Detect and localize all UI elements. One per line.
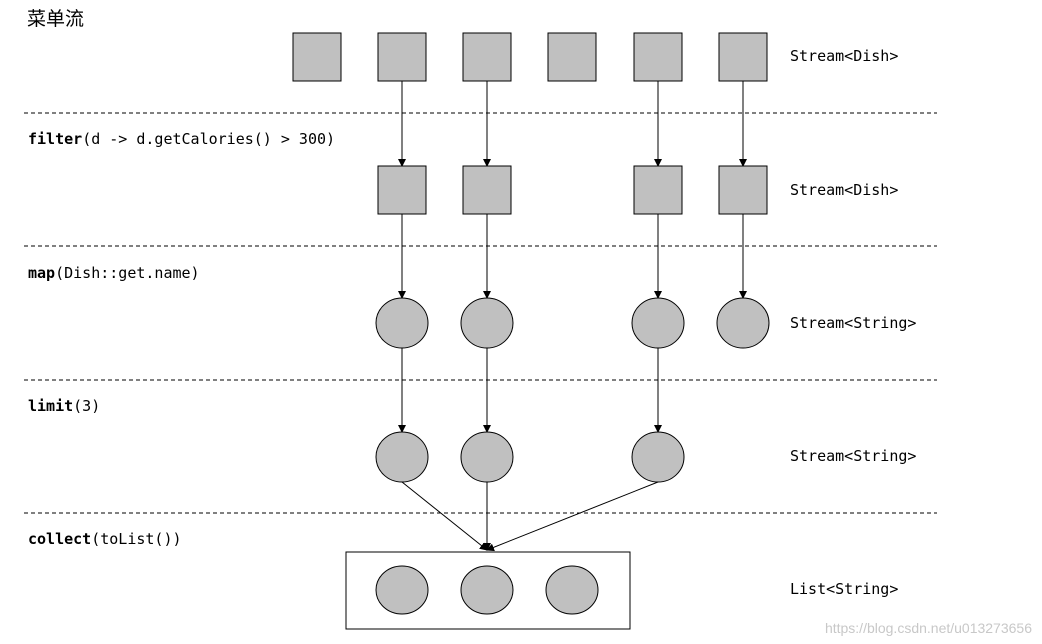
type-label-filter: Stream<Dish> xyxy=(790,181,899,199)
stage-label-collect: collect(toList()) xyxy=(28,530,182,548)
stream-items xyxy=(292,32,770,630)
string-item xyxy=(375,297,429,349)
limit-op: limit xyxy=(28,397,74,415)
result-item xyxy=(375,565,429,615)
dish-item xyxy=(377,32,427,82)
stage-separators xyxy=(24,112,937,514)
type-label-map: Stream<String> xyxy=(790,314,917,332)
dish-item xyxy=(377,165,427,215)
flow-arrows xyxy=(398,81,747,552)
dish-item xyxy=(633,165,683,215)
result-item xyxy=(545,565,599,615)
dish-item xyxy=(718,165,768,215)
dish-item xyxy=(718,32,768,82)
string-item xyxy=(460,297,514,349)
string-item xyxy=(460,431,514,483)
collect-arrow xyxy=(401,481,488,551)
type-label-source: Stream<Dish> xyxy=(790,47,899,65)
dish-item xyxy=(633,32,683,82)
map-args: (Dish::get.name) xyxy=(55,264,200,282)
stage-label-limit: limit(3) xyxy=(28,397,100,415)
limit-args: (3) xyxy=(73,397,101,415)
stage-label-map: map(Dish::get.name) xyxy=(28,264,200,282)
stage-label-filter: filter(d -> d.getCalories() > 300) xyxy=(28,130,335,148)
string-item xyxy=(716,297,770,349)
map-op: map xyxy=(28,264,56,282)
string-item xyxy=(631,297,685,349)
watermark: https://blog.csdn.net/u013273656 xyxy=(824,620,1032,636)
collect-arrow xyxy=(486,481,659,552)
string-item xyxy=(375,431,429,483)
dish-item xyxy=(547,32,597,82)
string-item xyxy=(631,431,685,483)
filter-args: (d -> d.getCalories() > 300) xyxy=(82,130,336,148)
type-label-collect: List<String> xyxy=(790,580,899,598)
filter-op: filter xyxy=(28,130,83,148)
page-title: 菜单流 xyxy=(27,8,85,30)
collect-args: (toList()) xyxy=(91,530,182,548)
dish-item xyxy=(462,32,512,82)
dish-item xyxy=(462,165,512,215)
collect-op: collect xyxy=(28,530,92,548)
result-item xyxy=(460,565,514,615)
dish-item xyxy=(292,32,342,82)
type-label-limit: Stream<String> xyxy=(790,447,917,465)
